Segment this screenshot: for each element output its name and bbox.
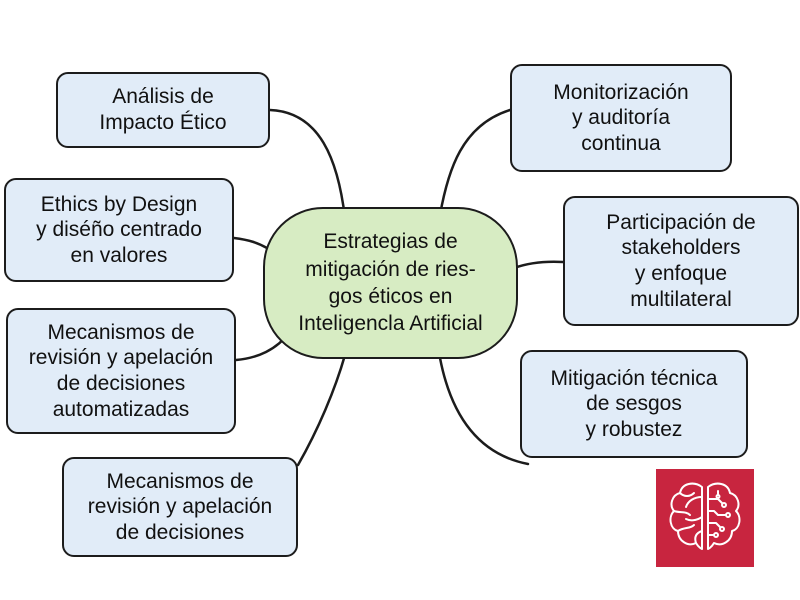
node-monitorizacion-label: Monitorización y auditoría continua	[553, 80, 689, 155]
connector-analisis	[268, 108, 347, 220]
node-participacion-label: Participación de stakeholders y enfoque …	[606, 210, 756, 311]
node-ethics-label: Ethics by Design y diséño centrado en va…	[36, 192, 202, 267]
node-revision-automatizadas: Mecanismos de revisión y apelación de de…	[6, 308, 236, 434]
brain-circuit-icon	[656, 469, 754, 567]
node-mitigacion: Mitigación técnica de sesgos y robustez	[520, 350, 748, 458]
node-revision-decisiones: Mecanismos de revisión y apelación de de…	[62, 457, 298, 557]
connector-ethics	[232, 236, 269, 250]
center-topic-label: Estrategias de mitigación de ries- gos é…	[298, 230, 483, 336]
connector-mitigacion	[438, 356, 530, 466]
node-analisis: Análisis de Impacto Ético	[56, 72, 270, 148]
node-revision-automatizadas-label: Mecanismos de revisión y apelación de de…	[28, 320, 214, 421]
node-analisis-label: Análisis de Impacto Ético	[99, 85, 227, 134]
node-ethics: Ethics by Design y diséño centrado en va…	[4, 178, 234, 282]
connector-revision-decisiones	[296, 353, 347, 467]
node-monitorizacion: Monitorización y auditoría continua	[510, 64, 732, 172]
connector-monitorizacion	[438, 108, 512, 217]
node-revision-decisiones-label: Mecanismos de revisión y apelación de de…	[87, 469, 273, 544]
node-participacion: Participación de stakeholders y enfoque …	[563, 196, 799, 326]
brain-circuit-graphic	[669, 482, 741, 550]
connector-participacion	[512, 260, 565, 270]
center-topic: Estrategias de mitigación de ries- gos é…	[263, 207, 518, 359]
node-mitigacion-label: Mitigación técnica de sesgos y robustez	[550, 366, 718, 441]
